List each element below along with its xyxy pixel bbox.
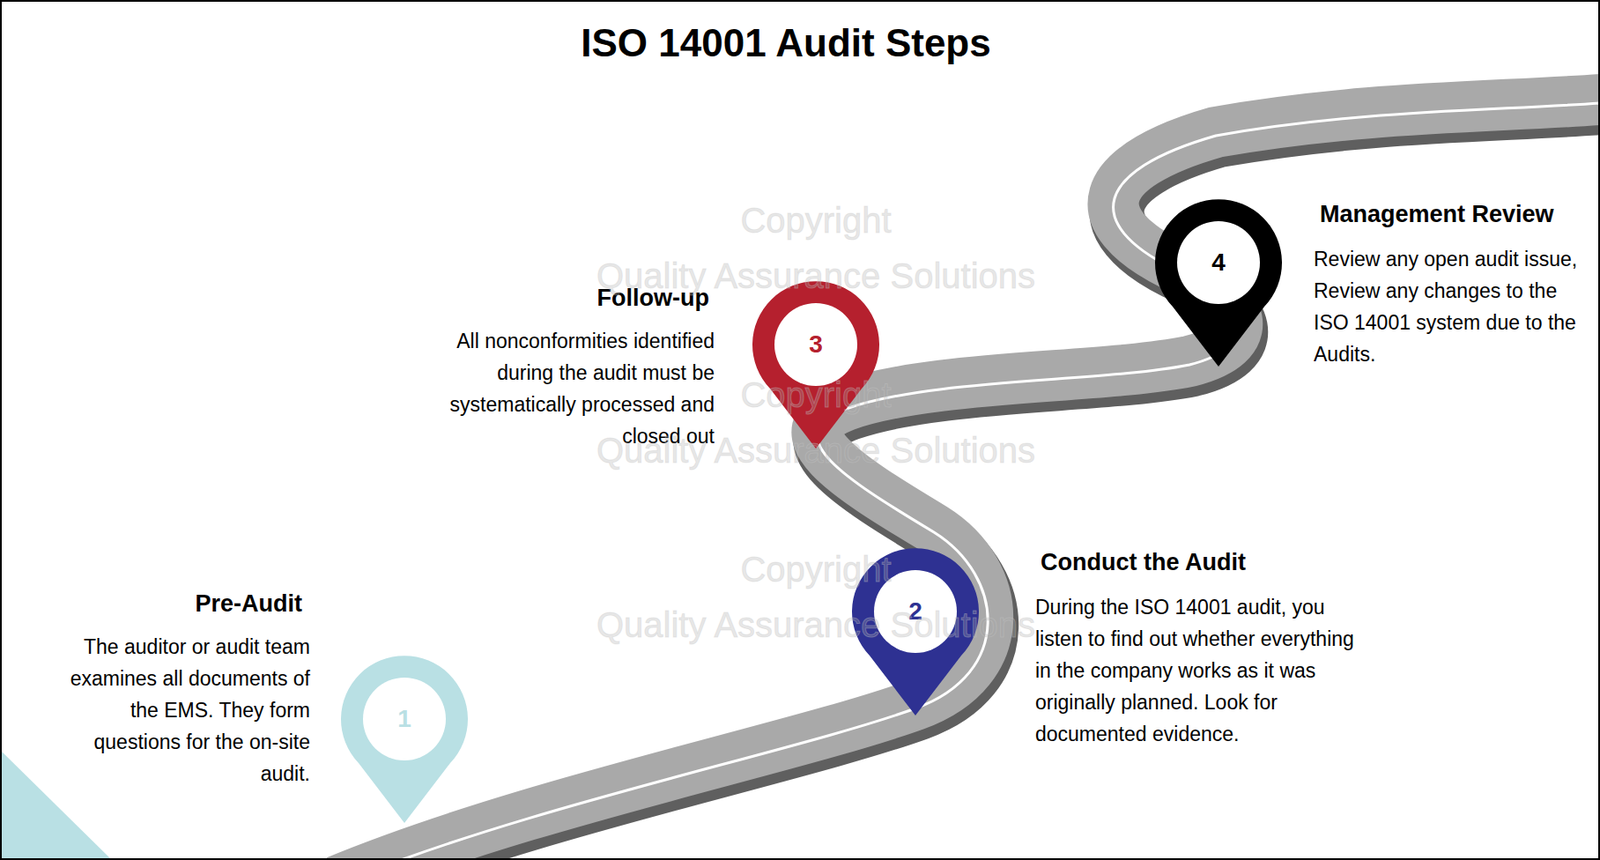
step-description: The auditor or audit team examines all d… [45,630,311,790]
step-number: 1 [340,704,468,734]
pin-body [752,281,880,449]
pin-body [340,655,468,823]
step-heading: Management Review [1319,200,1555,229]
pin-shape [340,655,468,823]
step-description: Review any open audit issue, Review any … [1313,243,1583,371]
map-pin: 4 [1155,199,1282,367]
step-heading: Pre-Audit [195,590,304,618]
pin-body [1155,199,1282,367]
diagram-title: ISO 14001 Audit Steps [580,21,991,66]
step-heading: Conduct the Audit [1040,548,1246,577]
step-number: 3 [752,330,880,359]
step-description: During the ISO 14001 audit, you listen t… [1035,591,1375,750]
map-pin: 3 [752,281,880,449]
watermark: Quality Assurance Solutions [596,605,1036,645]
watermark: Quality Assurance Solutions [596,256,1036,297]
watermark: Copyright [740,200,891,241]
watermark: Copyright [740,375,891,415]
step-number: 4 [1155,248,1282,277]
watermark: Quality Assurance Solutions [596,430,1036,471]
corner-triangle [0,749,112,860]
watermark: Copyright [740,549,891,590]
map-pin: 1 [340,655,468,823]
pin-shape [1155,199,1282,367]
road [336,98,1600,860]
pin-shape [752,281,880,449]
